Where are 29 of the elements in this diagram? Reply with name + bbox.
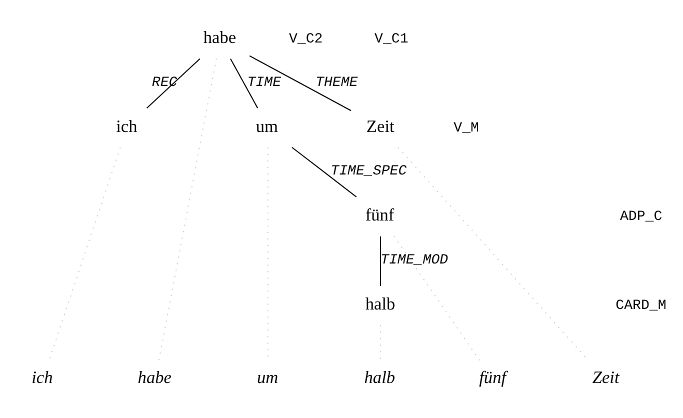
node-text: ich [116, 116, 138, 136]
edge-label: TIME_MOD [380, 252, 448, 268]
node-text: um [256, 368, 278, 387]
node-text: habe [138, 368, 172, 387]
edge-label: TIME [247, 74, 282, 90]
label: V_C2 [288, 31, 323, 48]
connector [158, 58, 217, 360]
connector [146, 58, 200, 108]
node-text: fünf [365, 205, 394, 224]
label: CARD_M [616, 298, 666, 314]
node-text: halb [364, 368, 396, 387]
connector [48, 146, 121, 360]
node-text: Zeit [366, 116, 394, 136]
connector [230, 58, 258, 108]
connector [380, 236, 382, 286]
edge-label: THEME [315, 74, 358, 90]
node-text: halb [365, 294, 396, 314]
connector [292, 146, 357, 197]
node-text: Zeit [592, 368, 620, 387]
label: ADP_C [620, 208, 662, 225]
connector [249, 54, 352, 111]
connector [394, 235, 480, 360]
node-text: habe [203, 27, 236, 46]
edge-label: TIME_SPEC [330, 163, 407, 180]
label: V_M [454, 120, 480, 136]
node-text: um [256, 116, 278, 136]
label: V_C1 [374, 31, 408, 48]
node-text: fünf [479, 368, 506, 387]
node-text: ich [32, 368, 53, 387]
